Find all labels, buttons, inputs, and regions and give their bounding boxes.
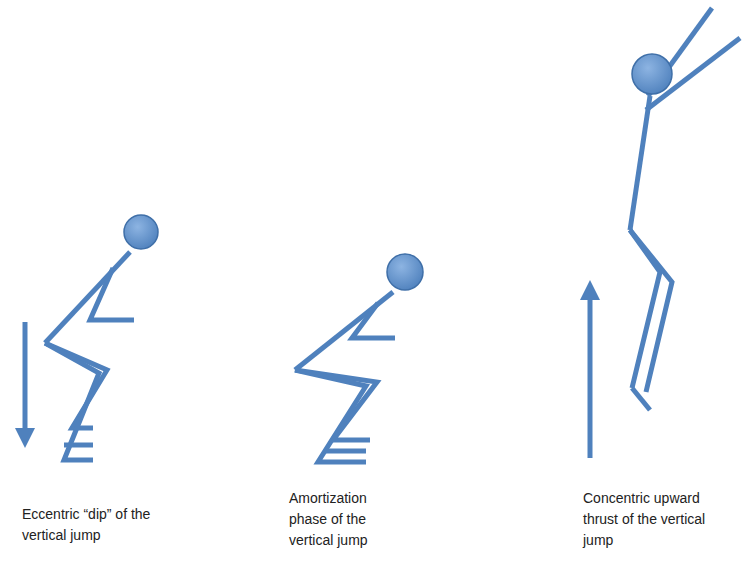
head-circle [632,54,672,94]
stick-figure [630,8,740,410]
head-circle [124,215,158,249]
phase-caption: Amortization phase of the vertical jump [289,488,389,551]
head-circle [387,254,423,290]
phase-caption: Eccentric “dip” of the vertical jump [22,504,162,546]
stick-figure [295,292,395,462]
phase-caption: Concentric upward thrust of the vertical… [583,488,708,551]
stick-figure [45,252,134,460]
down-arrow [23,322,28,438]
up-arrow [588,290,593,458]
